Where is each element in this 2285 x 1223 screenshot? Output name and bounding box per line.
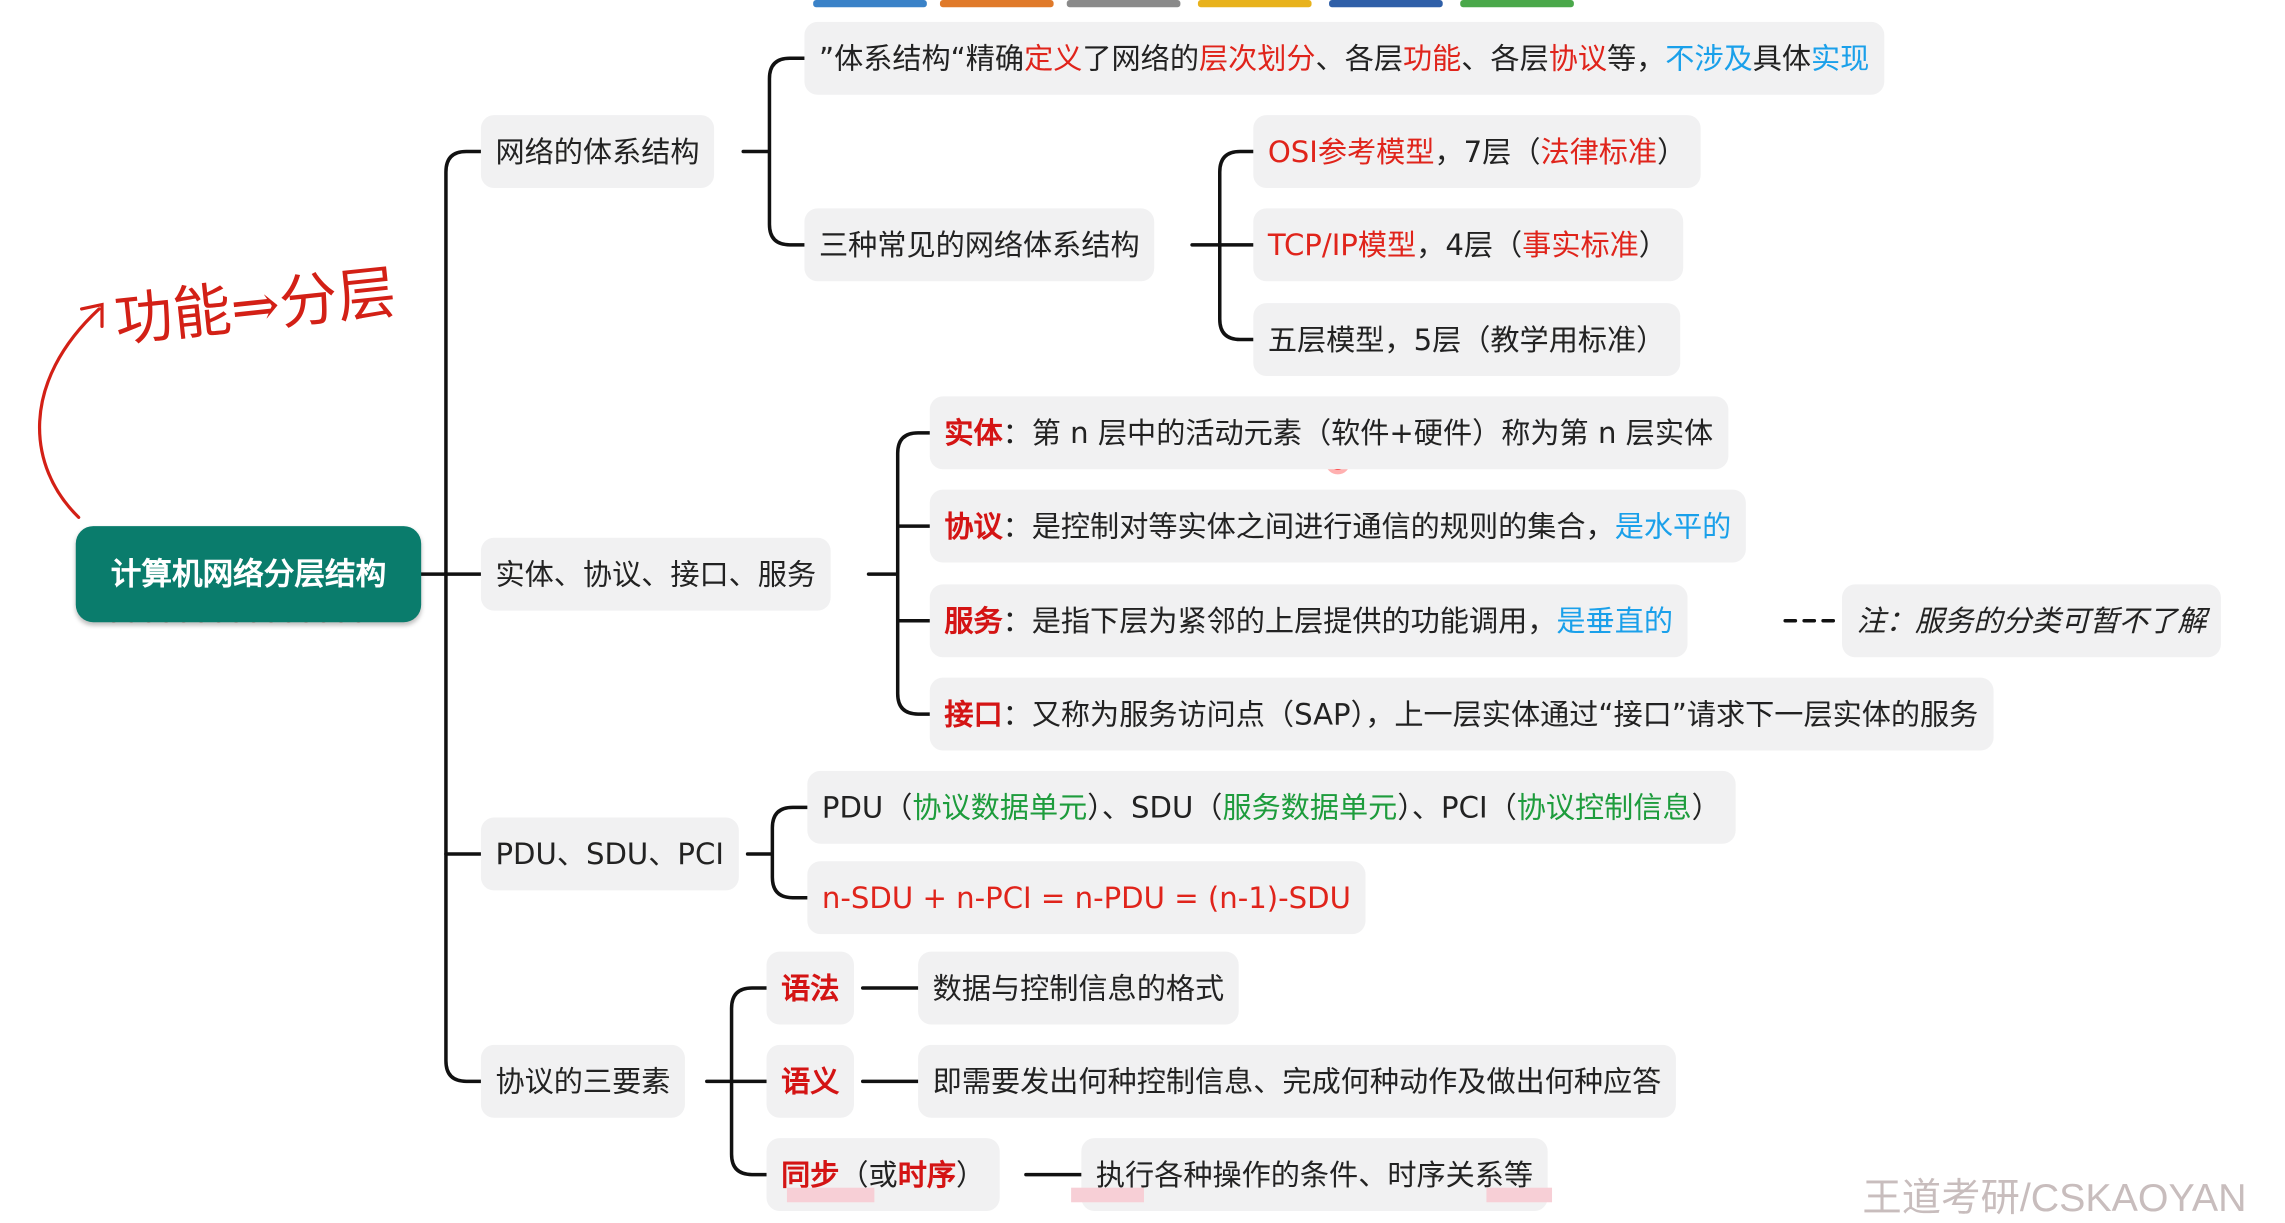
elements-spine [705, 986, 769, 1177]
root-node[interactable]: 计算机网络分层结构 [75, 526, 422, 623]
node-arch-definition[interactable]: ”体系结构“精确定义了网络的层次划分、各层功能、各层协议等，不涉及具体实现 [804, 21, 1884, 95]
node-semantic-desc[interactable]: 即需要发出何种控制信息、完成何种动作及做出何种应答 [918, 1044, 1676, 1118]
hand-arrow-curve [37, 307, 101, 519]
node-service-note[interactable]: 注：服务的分类可暂不了解 [1842, 584, 2221, 658]
toolbar-tab-darkblue[interactable] [1329, 0, 1443, 8]
toolbar-tab-yellow[interactable] [1197, 0, 1312, 8]
hand-arrow-head [80, 302, 104, 329]
node-service-def[interactable]: 服务：是指下层为紧邻的上层提供的功能调用，是垂直的 [929, 584, 1688, 658]
node-arch[interactable]: 网络的体系结构 [480, 115, 715, 188]
node-entity[interactable]: 实体、协议、接口、服务 [480, 537, 831, 611]
node-entity-def[interactable]: 实体：第 n 层中的活动元素（软件+硬件）称为第 n 层实体 [929, 396, 1728, 470]
node-interface-def[interactable]: 接口：又称为服务访问点（SAP），上一层实体通过“接口”请求下一层实体的服务 [929, 677, 1993, 751]
toolbar-tab-blue[interactable] [813, 0, 927, 8]
root-title: 计算机网络分层结构 [110, 556, 387, 592]
main-spine [444, 149, 483, 1084]
pdu-spine [745, 805, 810, 900]
node-tcpip[interactable]: TCP/IP模型，4层（事实标准） [1253, 208, 1683, 282]
node-three-models[interactable]: 三种常见的网络体系结构 [804, 208, 1155, 282]
node-protocol-def[interactable]: 协议：是控制对等实体之间进行通信的规则的集合，是水平的 [929, 489, 1746, 563]
node-elements[interactable]: 协议的三要素 [480, 1044, 685, 1118]
bottom-artifact [1486, 1187, 1553, 1203]
node-syntax[interactable]: 语法 [766, 951, 854, 1025]
three-spine [1190, 149, 1256, 342]
watermark: 王道考研/CSKAOYAN [1862, 1176, 2247, 1220]
node-syntax-desc[interactable]: 数据与控制信息的格式 [918, 951, 1239, 1025]
bottom-artifact [1071, 1187, 1144, 1203]
toolbar-tab-orange[interactable] [939, 0, 1054, 8]
entity-spine [866, 431, 932, 716]
bottom-artifact [786, 1187, 875, 1203]
node-five-layer[interactable]: 五层模型，5层（教学用标准） [1253, 303, 1680, 376]
node-pdu-formula[interactable]: n-SDU + n-PCI = n-PDU = (n-1)-SDU [807, 861, 1366, 935]
node-pdu[interactable]: PDU、SDU、PCI [480, 817, 739, 891]
toolbar-tab-green[interactable] [1460, 0, 1574, 8]
arch-spine [741, 56, 807, 247]
node-osi[interactable]: OSI参考模型，7层（法律标准） [1253, 115, 1701, 188]
toolbar-tab-gray[interactable] [1066, 0, 1181, 8]
node-semantic[interactable]: 语义 [766, 1044, 854, 1118]
node-sync-desc[interactable]: 执行各种操作的条件、时序关系等 [1081, 1138, 1548, 1212]
node-pdu-sdu-pci[interactable]: PDU（协议数据单元）、SDU（服务数据单元）、PCI（协议控制信息） [807, 770, 1736, 844]
